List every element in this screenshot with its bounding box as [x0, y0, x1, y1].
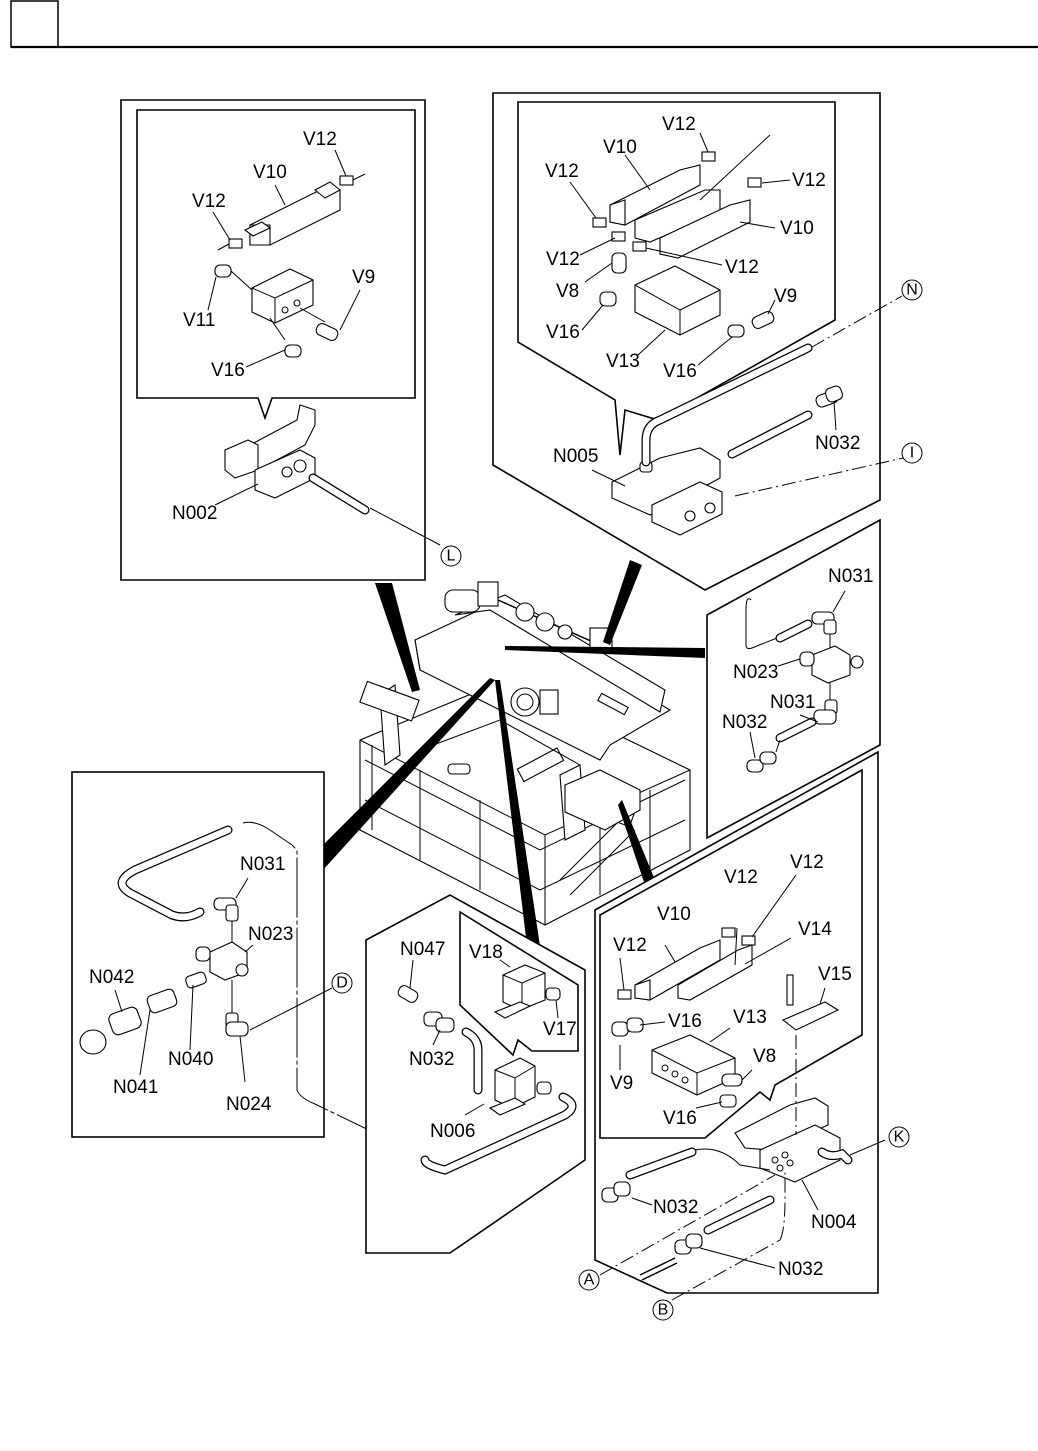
- part-label-N006: N006: [430, 1121, 475, 1142]
- part-label-V16: V16: [668, 1011, 702, 1032]
- part-label-V16: V16: [663, 361, 697, 382]
- part-label-V10: V10: [780, 218, 814, 239]
- elbow-fitting-icon: [722, 1074, 742, 1086]
- connector-icon: [748, 178, 761, 187]
- part-label-N031: N031: [828, 566, 873, 587]
- connector-icon: [612, 232, 625, 241]
- part-label-V9: V9: [610, 1073, 633, 1094]
- part-label-V9: V9: [352, 267, 375, 288]
- svg-text:D: D: [336, 975, 348, 992]
- svg-text:K: K: [894, 1129, 905, 1146]
- assembly-label-N005: N005: [553, 446, 598, 467]
- part-label-N032: N032: [815, 433, 860, 454]
- part-label-V14: V14: [798, 919, 832, 940]
- connection-marker-L: L: [441, 546, 461, 566]
- fitting-icon: [215, 265, 231, 277]
- connector-icon: [340, 176, 353, 185]
- part-label-V12: V12: [725, 257, 759, 278]
- connection-marker-N: N: [902, 280, 922, 300]
- connection-marker-B: B: [653, 1300, 673, 1320]
- connector-icon: [702, 152, 715, 161]
- part-label-N004: N004: [811, 1212, 857, 1233]
- part-label-V13: V13: [733, 1007, 767, 1028]
- elbow-fitting-icon: [612, 253, 626, 273]
- part-label-N047: N047: [400, 939, 445, 960]
- connection-marker-I: I: [902, 443, 922, 463]
- part-label-N032: N032: [653, 1197, 698, 1218]
- part-label-N032: N032: [778, 1259, 823, 1280]
- plug-icon: [80, 1030, 106, 1054]
- connection-marker-D: D: [332, 973, 352, 993]
- part-label-V12: V12: [790, 852, 824, 873]
- svg-text:A: A: [584, 1272, 595, 1289]
- fitting-icon: [600, 292, 616, 306]
- svg-text:B: B: [658, 1302, 669, 1319]
- svg-text:N: N: [906, 282, 918, 299]
- connector-icon: [593, 218, 606, 227]
- svg-text:L: L: [447, 548, 456, 565]
- panel-left-middle: N031 N023 N042 N041 N040 N024 D: [72, 772, 375, 1137]
- panel-top-right: V12 V10 V12 V12 V10 V12 V12 V8 V9 V16 V1…: [493, 93, 922, 590]
- connection-marker-K: K: [889, 1127, 909, 1147]
- assembly-label-N002: N002: [172, 503, 217, 524]
- part-label-N023: N023: [248, 924, 293, 945]
- pointer-top-left: [375, 583, 420, 692]
- part-label-V12: V12: [545, 161, 579, 182]
- connection-marker-A: A: [579, 1270, 599, 1290]
- part-label-V8: V8: [556, 281, 579, 302]
- screw-icon: [787, 975, 793, 1005]
- panel-bottom-center: V18 V17 N047 N032 N006: [366, 895, 585, 1253]
- part-label-V12: V12: [724, 867, 758, 888]
- part-label-N040: N040: [168, 1049, 213, 1070]
- part-label-V10: V10: [603, 137, 637, 158]
- part-label-N023: N023: [733, 662, 778, 683]
- connector-icon: [618, 990, 631, 999]
- part-label-V16: V16: [546, 322, 580, 343]
- page-number-box: [11, 1, 58, 47]
- connector-icon: [722, 928, 735, 937]
- part-label-N032: N032: [409, 1049, 454, 1070]
- part-label-V16: V16: [211, 360, 245, 381]
- fitting-icon: [728, 325, 744, 337]
- svg-text:I: I: [910, 445, 914, 462]
- part-label-V10: V10: [253, 162, 287, 183]
- part-label-V17: V17: [543, 1019, 577, 1040]
- part-label-V9: V9: [774, 286, 797, 307]
- part-label-V8: V8: [753, 1046, 776, 1067]
- part-label-V13: V13: [606, 351, 640, 372]
- connector-icon: [742, 936, 755, 945]
- fitting-icon: [612, 1022, 628, 1036]
- fitting-icon: [720, 1095, 736, 1107]
- part-label-V12: V12: [546, 249, 580, 270]
- page-header: [11, 1, 1038, 47]
- part-label-V12: V12: [662, 114, 696, 135]
- pointer-top-right: [603, 560, 642, 645]
- part-label-V12: V12: [303, 129, 337, 150]
- connector-icon: [229, 239, 242, 248]
- part-label-V12: V12: [192, 191, 226, 212]
- fitting-icon: [537, 1082, 551, 1094]
- part-label-V18: V18: [469, 942, 503, 963]
- part-label-V11: V11: [183, 310, 215, 331]
- part-label-N032: N032: [722, 712, 767, 733]
- part-label-V12: V12: [792, 170, 826, 191]
- part-label-V10: V10: [657, 904, 691, 925]
- part-label-N041: N041: [113, 1077, 158, 1098]
- part-label-N031: N031: [770, 692, 815, 713]
- part-label-V12: V12: [613, 935, 647, 956]
- part-label-N042: N042: [89, 967, 134, 988]
- connector-icon: [633, 242, 646, 251]
- part-label-N024: N024: [226, 1094, 272, 1115]
- panel-top-left: V12 V10 V12 V9 V11 V16 N002 L: [121, 100, 461, 580]
- part-label-V15: V15: [818, 964, 852, 985]
- part-label-V16: V16: [663, 1108, 697, 1129]
- fitting-icon: [285, 345, 301, 357]
- part-label-N031: N031: [240, 854, 285, 875]
- fitting-icon: [546, 988, 560, 1000]
